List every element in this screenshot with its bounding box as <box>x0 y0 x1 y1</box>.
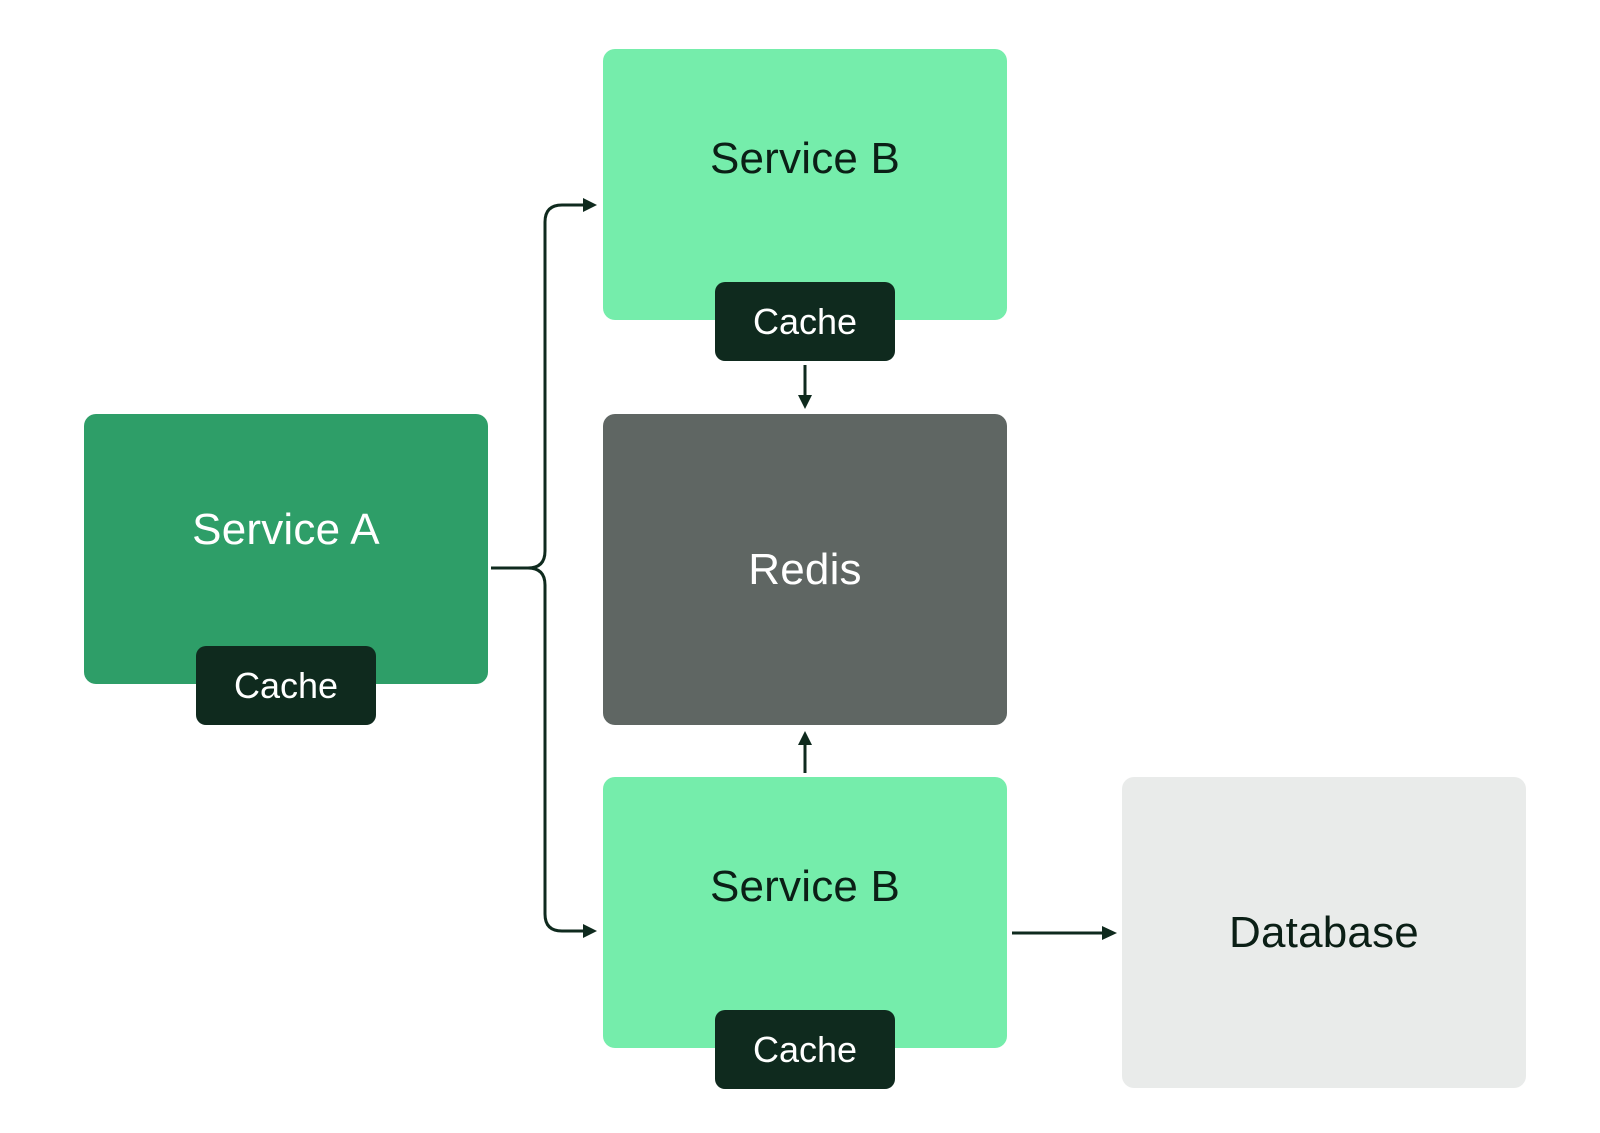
service-b-top-cache-label: Cache <box>752 300 858 342</box>
service-b-top-node: Service B <box>603 49 1007 320</box>
service-a-cache: Cache <box>196 646 376 725</box>
service-b-top-cache: Cache <box>715 282 895 361</box>
database-node: Database <box>1122 777 1526 1088</box>
arrowhead-database <box>1102 926 1117 940</box>
arrowhead-service-b-top <box>583 198 597 212</box>
service-b-bottom-cache: Cache <box>715 1010 895 1089</box>
arrowhead-redis-bottom <box>798 731 812 745</box>
arrowhead-service-b-bottom <box>583 924 597 938</box>
service-a-node: Service A <box>84 414 488 684</box>
arrowhead-redis-top <box>798 395 812 409</box>
edge-service-a-to-service-b-bottom <box>527 566 583 933</box>
service-a-cache-label: Cache <box>233 664 339 706</box>
redis-label: Redis <box>748 544 862 594</box>
redis-node: Redis <box>603 414 1007 725</box>
service-b-bottom-label: Service B <box>709 861 901 911</box>
service-b-bottom-cache-label: Cache <box>752 1028 858 1070</box>
database-label: Database <box>1229 907 1419 957</box>
edge-service-a-to-service-b-top <box>491 203 583 570</box>
service-b-bottom-node: Service B <box>603 777 1007 1048</box>
service-a-label: Service A <box>192 505 380 554</box>
service-b-top-label: Service B <box>709 133 901 183</box>
